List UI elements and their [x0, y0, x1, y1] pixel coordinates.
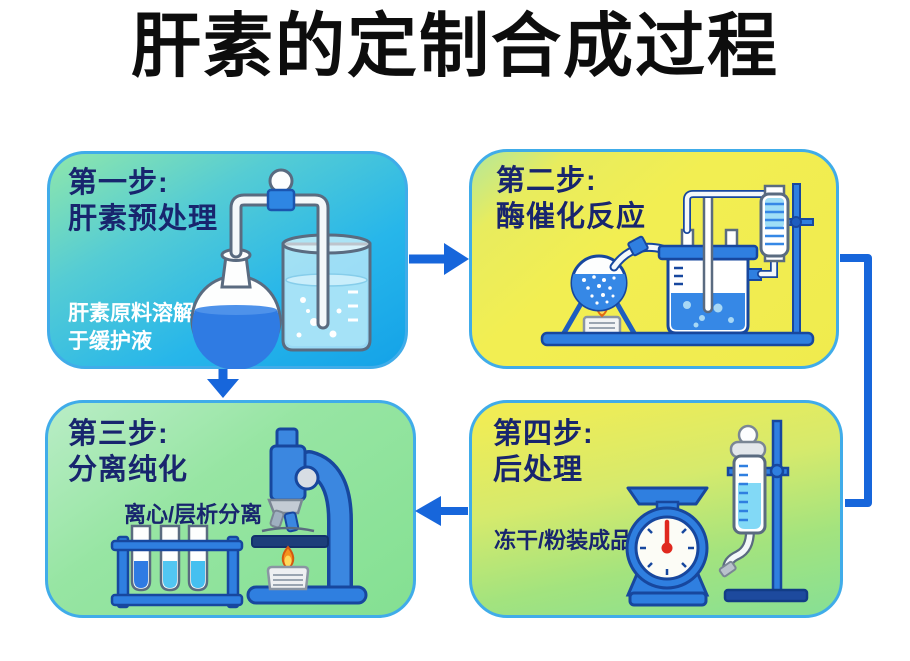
reactor-vessel-icon — [657, 192, 762, 335]
test-tube-icon — [187, 524, 209, 592]
step-card-2: 第二步: 酶催化反应 — [469, 149, 839, 369]
step-1-note: 肝素原料溶解 于缓护液 — [68, 300, 194, 357]
step-card-1: 第一步: 肝素预处理 肝素原料溶解 于缓护液 — [47, 151, 408, 369]
test-tube-icon — [130, 524, 152, 592]
connecting-tube-icon — [229, 168, 330, 330]
step-1-note-line2: 于缓护液 — [68, 330, 152, 354]
step-3-heading-line2: 分离纯化 — [68, 453, 189, 486]
step-1-heading-line2: 肝素预处理 — [68, 202, 219, 235]
step-card-4: 第四步: 后处理 冻干/粉装成品 — [469, 400, 843, 618]
arrow-step4-to-step3 — [415, 496, 468, 526]
connector-step2-to-step4 — [840, 254, 872, 507]
step-1-note-line1: 肝素原料溶解 — [68, 302, 194, 325]
arrow-step1-to-step2 — [409, 243, 469, 275]
test-tube-rack-icon — [110, 524, 244, 609]
flask-and-beaker-illustration — [190, 168, 372, 369]
step-3-note-line1: 离心/层析分离 — [124, 502, 263, 527]
step-2-heading-line1: 第二步: — [496, 165, 597, 197]
step-3-heading-line1: 第三步: — [68, 418, 169, 450]
step-card-3: 第三步: 分离纯化 离心/层析分离 — [45, 400, 416, 618]
reactor-setup-illustration — [540, 183, 815, 347]
step-3-note: 离心/层析分离 — [124, 497, 262, 529]
arrow-step1-to-step3 — [207, 369, 239, 398]
step-1-heading: 第一步: 肝素预处理 — [68, 166, 218, 238]
bench-icon — [540, 331, 815, 347]
testtubes-microscope-illustration — [110, 427, 368, 609]
step-4-note-line1: 冻干/粉装成品 — [494, 528, 633, 553]
microscope-icon — [246, 427, 368, 605]
step-2-heading: 第二步: 酶催化反应 — [496, 164, 646, 236]
step-4-heading-line1: 第四步: — [493, 418, 594, 450]
step-1-heading-line1: 第一步: — [68, 167, 169, 199]
alcohol-lamp-icon — [266, 545, 310, 591]
test-tube-icon — [159, 524, 181, 592]
scale-and-column-illustration — [625, 419, 809, 607]
page-title: 肝素的定制合成过程 — [131, 7, 779, 85]
transfer-tube-icon — [609, 235, 667, 272]
chromatography-column-icon — [718, 424, 767, 578]
condenser-pipes-icon — [683, 190, 778, 278]
step-4-heading-line2: 后处理 — [493, 453, 584, 486]
step-4-heading: 第四步: 后处理 — [493, 417, 594, 489]
condenser-icon — [759, 184, 790, 263]
burner-icon — [561, 297, 637, 337]
step-4-note: 冻干/粉装成品 — [494, 523, 632, 555]
scale-icon — [625, 486, 710, 607]
step-2-heading-line2: 酶催化反应 — [496, 200, 647, 233]
flask-icon — [190, 248, 282, 369]
step-3-heading: 第三步: 分离纯化 — [68, 417, 188, 489]
